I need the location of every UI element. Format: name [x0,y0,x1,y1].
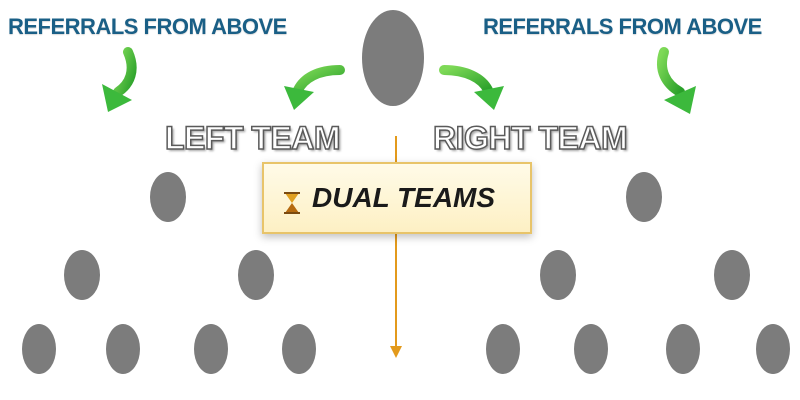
right-team-node-level3 [486,324,520,374]
left-team-node-level2 [238,250,274,300]
left-team-node-level3 [106,324,140,374]
right-team-label: RIGHT TEAM [432,119,628,157]
left-team-node-level3 [22,324,56,374]
hourglass-icon [284,192,300,214]
left-team-node-level3 [194,324,228,374]
right-team-node-level3 [756,324,790,374]
referrals-left-label: REFERRALS FROM ABOVE [8,14,287,39]
right-team-node-level2 [714,250,750,300]
left-team-label: LEFT TEAM [164,119,341,157]
referrals-right-label: REFERRALS FROM ABOVE [483,14,762,39]
left-team-arrow-icon [284,65,345,110]
left-team-node-level1 [150,172,186,222]
dual-teams-box: DUAL TEAMS [262,162,532,234]
right-team-node-level1 [626,172,662,222]
right-team-node-level3 [666,324,700,374]
top-node [362,10,424,106]
left-team-node-level2 [64,250,100,300]
right-team-node-level3 [574,324,608,374]
dual-teams-title: DUAL TEAMS [312,182,496,213]
right-team-arrow-icon [439,65,504,110]
referral-arrow-right-icon [657,47,696,114]
referral-arrow-left-icon [102,47,137,112]
left-team-node-level3 [282,324,316,374]
right-team-node-level2 [540,250,576,300]
